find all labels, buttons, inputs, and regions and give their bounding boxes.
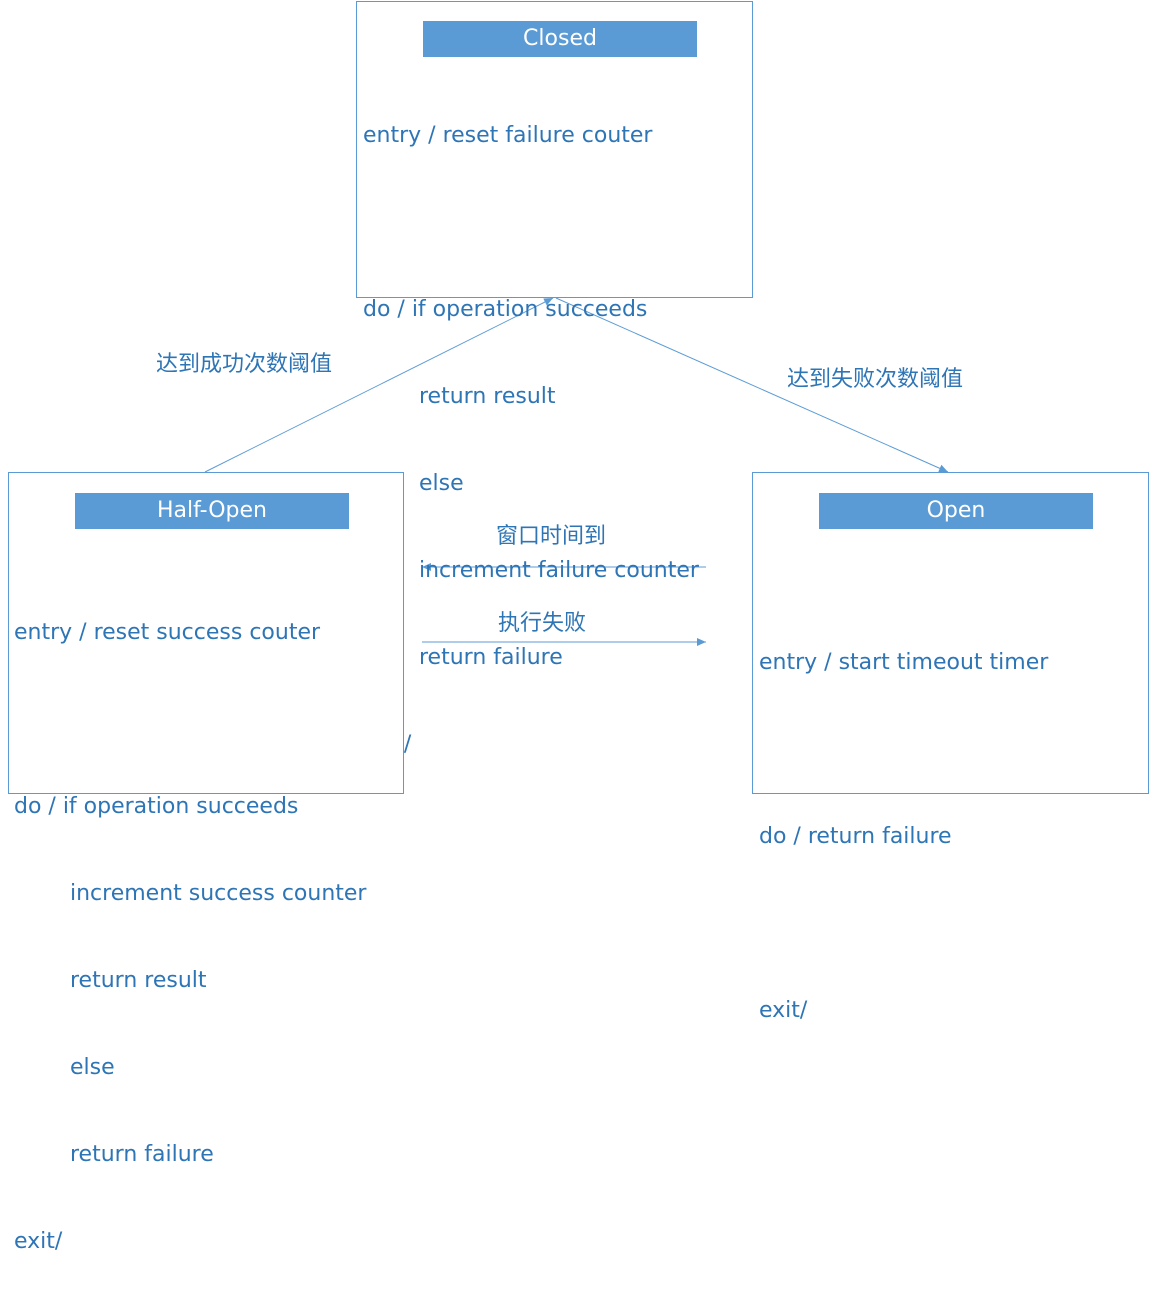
closed-do-line: return failure xyxy=(419,645,563,670)
closed-exit-action: exit/ xyxy=(363,730,699,759)
half-open-do-line: else xyxy=(70,1055,115,1080)
open-entry-action: entry / start timeout timer xyxy=(759,650,1049,675)
edge-half-open-to-closed xyxy=(204,297,554,473)
closed-entry-action: entry / reset failure couter xyxy=(363,123,653,148)
half-open-do-line: return result xyxy=(70,968,207,993)
open-do-action: do / return failure xyxy=(759,824,952,849)
state-open-body: entry / start timeout timer do / return … xyxy=(759,590,1048,1083)
state-half-open-body: entry / reset success couter do / if ope… xyxy=(14,560,366,1314)
closed-do-line: increment failure counter xyxy=(419,558,699,583)
half-open-do-line: return failure xyxy=(70,1142,214,1167)
half-open-entry-action: entry / reset success couter xyxy=(14,620,321,645)
half-open-do-line: increment success counter xyxy=(70,881,367,906)
state-half-open: Half-Open entry / reset success couter d… xyxy=(8,472,404,1254)
state-open-title: Open xyxy=(819,493,1093,529)
state-open: Open entry / start timeout timer do / re… xyxy=(752,472,1149,1023)
transition-edges xyxy=(204,297,949,646)
edge-label-window-elapsed: 窗口时间到 xyxy=(496,524,607,549)
state-closed: Closed entry / reset failure couter do /… xyxy=(356,1,753,757)
closed-do-line: return result xyxy=(419,384,556,409)
state-half-open-title: Half-Open xyxy=(75,493,349,529)
half-open-do-action: do / if operation succeeds xyxy=(14,794,299,819)
state-closed-title: Closed xyxy=(423,21,697,57)
edge-label-failure-threshold: 达到失败次数阈值 xyxy=(787,367,964,392)
open-exit-action: exit/ xyxy=(759,998,808,1023)
closed-do-action: do / if operation succeeds xyxy=(363,297,648,322)
state-closed-body: entry / reset failure couter do / if ope… xyxy=(363,63,699,817)
edge-label-execution-failed: 执行失败 xyxy=(498,611,587,636)
half-open-exit-action: exit/ xyxy=(14,1229,63,1254)
closed-do-line: else xyxy=(419,471,464,496)
edge-label-success-threshold: 达到成功次数阈值 xyxy=(156,352,333,377)
edge-closed-to-open xyxy=(555,297,949,473)
